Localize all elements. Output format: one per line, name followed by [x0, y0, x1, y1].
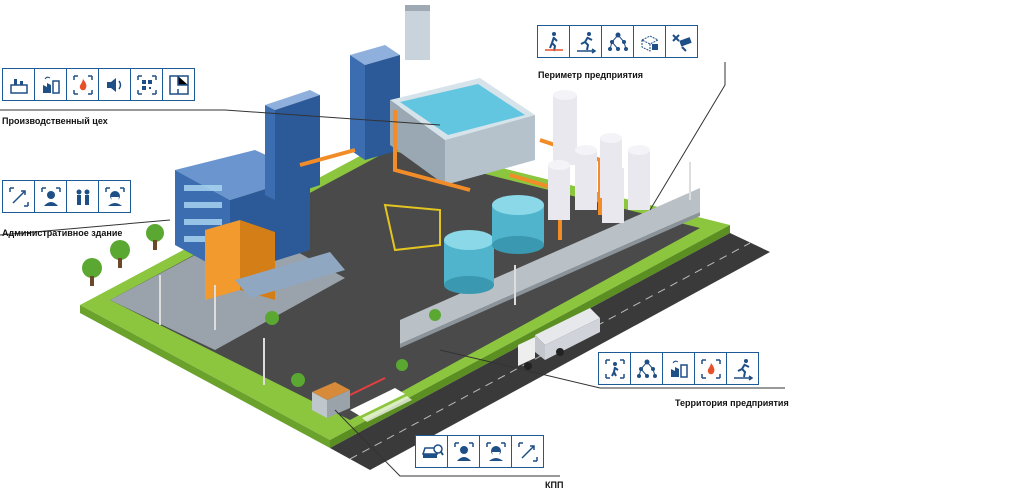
- line-crossing-icon: [511, 435, 544, 468]
- yellow-marking: [383, 203, 441, 252]
- floor-plan-icon: [162, 68, 195, 101]
- checkpoint-zone-label: КПП: [545, 480, 564, 490]
- perimeter-zone-label: Периметр предприятия: [538, 70, 644, 80]
- admin-icon-panel: [2, 180, 131, 213]
- network-tree-icon: [601, 25, 634, 58]
- territory-zone-label: Территория предприятия: [675, 398, 789, 408]
- loudspeaker-icon: [98, 68, 131, 101]
- trees: [82, 224, 441, 387]
- person-detection-icon: [598, 352, 631, 385]
- running-person-icon: [726, 352, 759, 385]
- production-hall: [265, 5, 535, 200]
- admin-zone-label: Административное здание: [2, 228, 123, 238]
- production-zone-label: Производственный цех: [2, 116, 108, 126]
- mask-detection-icon: [479, 435, 512, 468]
- production-equipment-icon: [2, 68, 35, 101]
- fire-detection-icon: [66, 68, 99, 101]
- line-crossing-icon: [2, 180, 35, 213]
- intrusion-walker-icon: [537, 25, 570, 58]
- smoke-factory-icon: [662, 352, 695, 385]
- checkpoint-booth: [312, 377, 386, 418]
- perimeter-fence: [400, 188, 700, 348]
- license-plate-icon: [415, 435, 448, 468]
- checkpoint-icon-panel: [415, 435, 544, 468]
- qr-scan-icon: [130, 68, 163, 101]
- smoke-factory-icon: [34, 68, 67, 101]
- silos: [548, 90, 650, 223]
- territory-icon-panel: [598, 352, 759, 385]
- storage-tanks: [444, 195, 544, 294]
- fire-detection-icon: [694, 352, 727, 385]
- object-left-icon: [633, 25, 666, 58]
- face-recognition-icon: [34, 180, 67, 213]
- perimeter-icon-panel: [537, 25, 698, 58]
- people-counting-icon: [66, 180, 99, 213]
- mask-detection-icon: [98, 180, 131, 213]
- network-tree-icon: [630, 352, 663, 385]
- camera-tamper-icon: [665, 25, 698, 58]
- production-icon-panel: [2, 68, 195, 101]
- face-recognition-icon: [447, 435, 480, 468]
- running-person-icon: [569, 25, 602, 58]
